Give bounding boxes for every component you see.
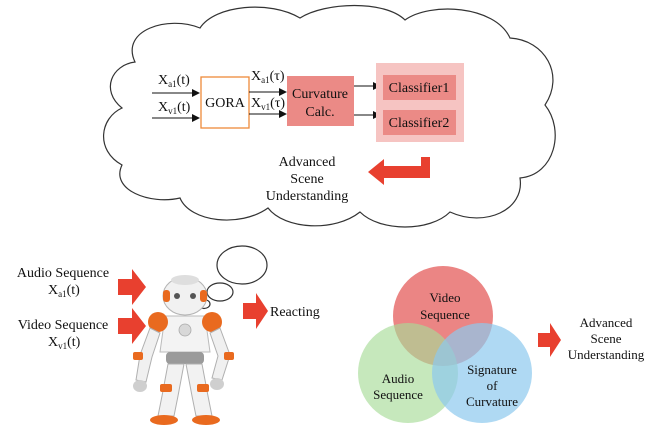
- classifier2-box: [383, 110, 456, 135]
- input-audio-symbol: Xa1(t): [158, 73, 190, 89]
- venn-circle-audio: [358, 323, 458, 423]
- thought-bubble-medium: [206, 282, 234, 302]
- output-audio-symbol: Xa1(τ): [251, 69, 285, 85]
- venn-signature-line3: Curvature: [466, 394, 518, 409]
- result-line2: Scene: [590, 331, 621, 346]
- reacting-arrow: [243, 293, 268, 329]
- video-sequence-label: Video Sequence: [18, 318, 109, 333]
- classifier1-label: Classifier1: [389, 81, 450, 96]
- venn-video-line2: Sequence: [420, 307, 470, 322]
- robot-illustration: [133, 275, 234, 425]
- gora-label: GORA: [205, 96, 246, 111]
- audio-sequence-symbol: Xa1(t): [48, 283, 80, 299]
- output-video-symbol: Xv1(τ): [251, 96, 285, 112]
- reacting-label: Reacting: [270, 305, 320, 320]
- gora-box: [200, 76, 250, 129]
- result-line1: Advanced: [580, 315, 633, 330]
- input-video-symbol: Xv1(t): [158, 100, 191, 116]
- cloud-understanding-line2: Scene: [290, 172, 323, 187]
- audio-input-arrow: [118, 269, 146, 305]
- classifier1-box: [383, 75, 456, 100]
- video-input-arrow: [118, 308, 146, 344]
- thought-bubble-large: [216, 245, 268, 285]
- cloud-understanding-line1: Advanced: [279, 155, 336, 170]
- venn-signature-line2: of: [487, 378, 499, 393]
- venn-diagram: [358, 266, 532, 423]
- cloud-understanding-line3: Understanding: [266, 189, 348, 204]
- venn-signature-line1: Signature: [467, 362, 517, 377]
- curvature-calc-line2: Calc.: [305, 105, 334, 120]
- result-line3: Understanding: [568, 347, 645, 362]
- result-arrow: [538, 323, 561, 357]
- venn-audio-line1: Audio: [382, 371, 415, 386]
- classifier2-label: Classifier2: [389, 116, 450, 131]
- curvature-calc-box: [287, 76, 354, 126]
- venn-audio-line2: Sequence: [373, 387, 423, 402]
- venn-video-line1: Video: [430, 290, 461, 305]
- bent-return-arrow: [368, 157, 430, 185]
- venn-circle-signature: [432, 323, 532, 423]
- curvature-calc-line1: Curvature: [292, 87, 348, 102]
- video-sequence-symbol: Xv1(t): [48, 335, 81, 351]
- audio-sequence-label: Audio Sequence: [17, 266, 109, 281]
